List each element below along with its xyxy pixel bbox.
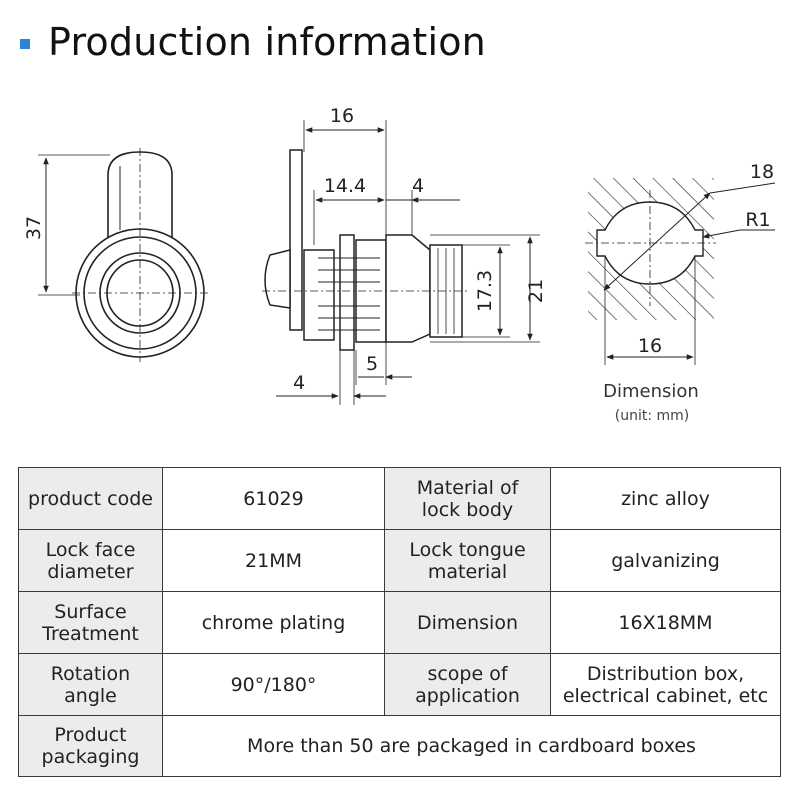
dim-4-bottom: 4 xyxy=(293,372,305,394)
table-row: Rotation angle 90°/180° scope of applica… xyxy=(18,653,781,716)
dimension-caption: Dimension xyxy=(603,381,699,402)
spec-value: More than 50 are packaged in cardboard b… xyxy=(162,715,781,777)
front-view xyxy=(38,148,208,362)
spec-label: Rotation angle xyxy=(18,653,163,716)
dim-21: 21 xyxy=(525,279,547,303)
spec-value-text: More than 50 are packaged in cardboard b… xyxy=(247,735,696,757)
spec-value: Distribution box, electrical cabinet, et… xyxy=(550,653,781,716)
spec-label-text: Product packaging xyxy=(41,724,140,768)
page-heading: Production information xyxy=(20,14,486,70)
unit-caption: (unit: mm) xyxy=(615,408,690,424)
spec-value-text: 61029 xyxy=(243,487,304,510)
spec-value-text: 21MM xyxy=(245,549,302,572)
dim-14-4: 14.4 xyxy=(324,175,366,197)
dim-16-top: 16 xyxy=(330,105,354,127)
spec-label-text: Material of lock body xyxy=(416,476,519,521)
technical-drawing: 37 xyxy=(23,105,776,424)
spec-value-text: chrome plating xyxy=(201,611,346,634)
spec-label-text: Lock tongue material xyxy=(409,538,526,583)
spec-label-text: Surface Treatment xyxy=(42,600,139,645)
spec-label: Product packaging xyxy=(18,715,163,777)
spec-label: Material of lock body xyxy=(384,467,551,530)
spec-value: chrome plating xyxy=(162,591,385,654)
page-title: Production information xyxy=(48,20,486,64)
spec-value: 21MM xyxy=(162,529,385,592)
spec-label-text: Dimension xyxy=(417,611,518,634)
heading-bullet xyxy=(20,39,30,49)
spec-label: product code xyxy=(18,467,163,530)
spec-value-text: Distribution box, electrical cabinet, et… xyxy=(562,662,769,707)
spec-value-text: 90°/180° xyxy=(230,673,317,696)
table-row: Surface Treatment chrome plating Dimensi… xyxy=(18,591,781,654)
spec-value: 61029 xyxy=(162,467,385,530)
spec-value: galvanizing xyxy=(550,529,781,592)
spec-table: product code 61029 Material of lock body… xyxy=(18,467,781,777)
spec-value: 16X18MM xyxy=(550,591,781,654)
spec-label-text: Rotation angle xyxy=(50,662,131,707)
dim-16-cut: 16 xyxy=(638,335,662,357)
dim-4-top: 4 xyxy=(412,175,424,197)
dim-18: 18 xyxy=(750,161,774,183)
table-row: Product packaging More than 50 are packa… xyxy=(18,715,781,777)
dim-5: 5 xyxy=(366,353,378,375)
spec-value: 90°/180° xyxy=(162,653,385,716)
spec-value: zinc alloy xyxy=(550,467,781,530)
spec-label-text: Lock face diameter xyxy=(45,538,136,583)
table-row: product code 61029 Material of lock body… xyxy=(18,467,781,530)
table-row: Lock face diameter 21MM Lock tongue mate… xyxy=(18,529,781,592)
cutout-view xyxy=(585,178,776,365)
spec-label: Lock face diameter xyxy=(18,529,163,592)
spec-value-text: galvanizing xyxy=(611,549,720,572)
spec-label: scope of application xyxy=(384,653,551,716)
side-view xyxy=(262,120,540,405)
spec-label: Lock tongue material xyxy=(384,529,551,592)
dim-r1: R1 xyxy=(745,209,770,231)
spec-label-text: scope of application xyxy=(415,662,520,707)
spec-value-text: zinc alloy xyxy=(621,487,710,510)
spec-value-text: 16X18MM xyxy=(618,611,713,634)
dim-37: 37 xyxy=(23,216,45,240)
spec-label: Surface Treatment xyxy=(18,591,163,654)
spec-label-text: product code xyxy=(28,487,153,510)
spec-label: Dimension xyxy=(384,591,551,654)
dim-17-3: 17.3 xyxy=(474,270,496,312)
